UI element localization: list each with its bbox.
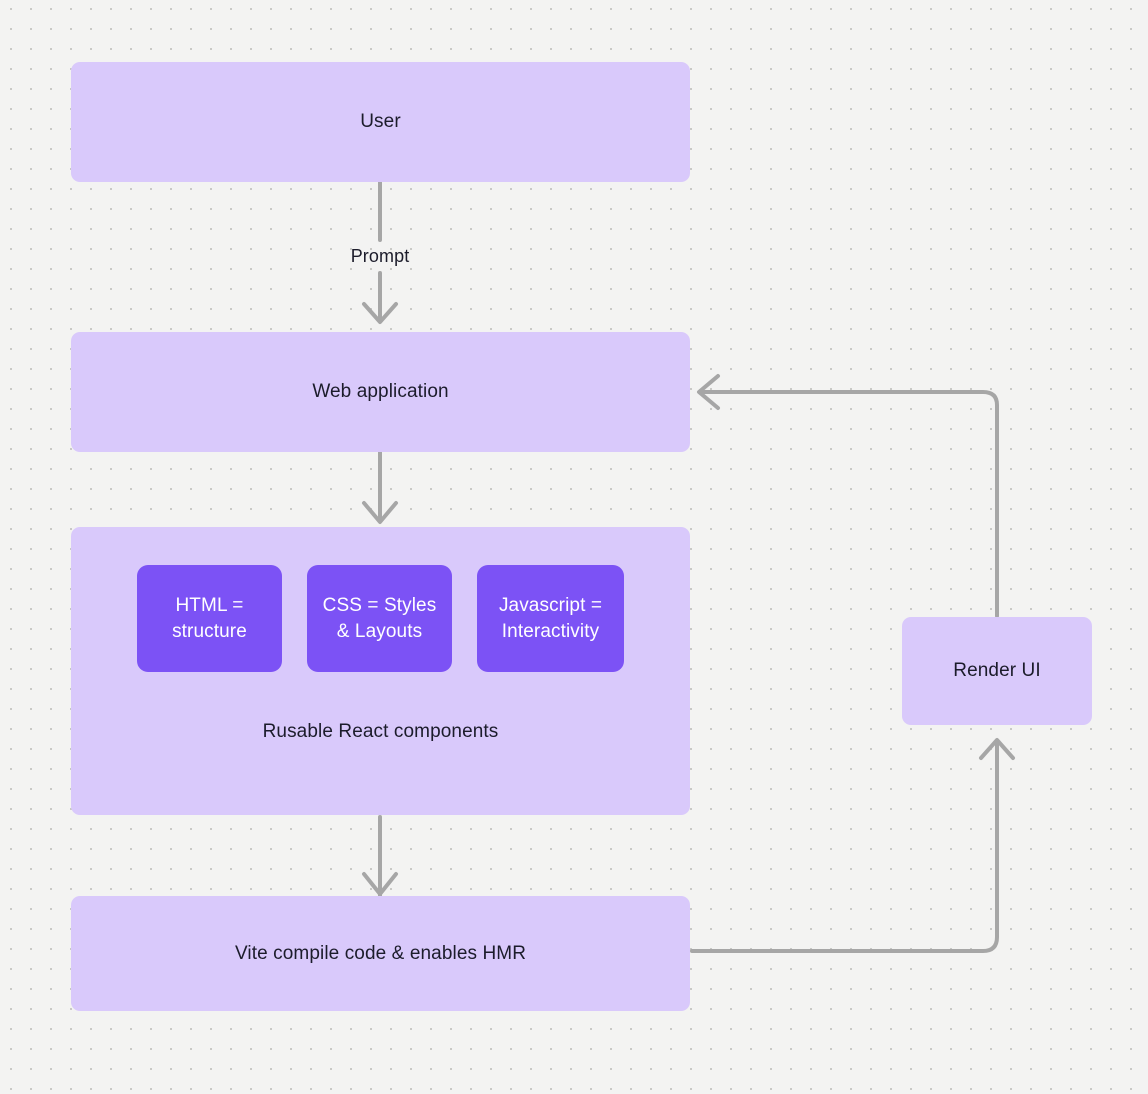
node-html[interactable]: HTML = structure <box>137 565 282 672</box>
node-javascript[interactable]: Javascript = Interactivity <box>477 565 624 672</box>
arrowhead-down-icon <box>362 501 398 524</box>
arrowhead-up-icon <box>979 738 1015 760</box>
arrowhead-left-icon <box>697 374 720 410</box>
edge-components-to-vite <box>362 815 398 899</box>
edge-path <box>690 740 999 953</box>
node-vite-label: Vite compile code & enables HMR <box>234 942 527 964</box>
edge-web-application-to-components <box>362 450 398 524</box>
node-render-ui-label: Render UI <box>953 660 1041 682</box>
node-vite[interactable]: Vite compile code & enables HMR <box>71 896 690 1011</box>
node-web-application-label: Web application <box>312 381 449 403</box>
node-components-group-caption: Rusable React components <box>262 721 499 742</box>
edge-render-ui-to-web-application <box>697 374 999 618</box>
node-javascript-label: Javascript = Interactivity <box>498 595 603 642</box>
node-user-label: User <box>360 111 401 133</box>
node-web-application[interactable]: Web application <box>71 332 690 452</box>
edge-vite-to-render-ui <box>690 738 1015 953</box>
edge-label-prompt: Prompt <box>350 246 410 266</box>
node-render-ui[interactable]: Render UI <box>902 617 1092 725</box>
node-css-label: CSS = Styles & Layouts <box>322 595 437 642</box>
arrowhead-down-icon <box>362 302 398 324</box>
node-html-label: HTML = structure <box>172 595 247 642</box>
node-css[interactable]: CSS = Styles & Layouts <box>307 565 452 672</box>
edge-path <box>700 390 999 618</box>
arrowhead-down-icon <box>362 872 398 896</box>
node-user[interactable]: User <box>71 62 690 182</box>
